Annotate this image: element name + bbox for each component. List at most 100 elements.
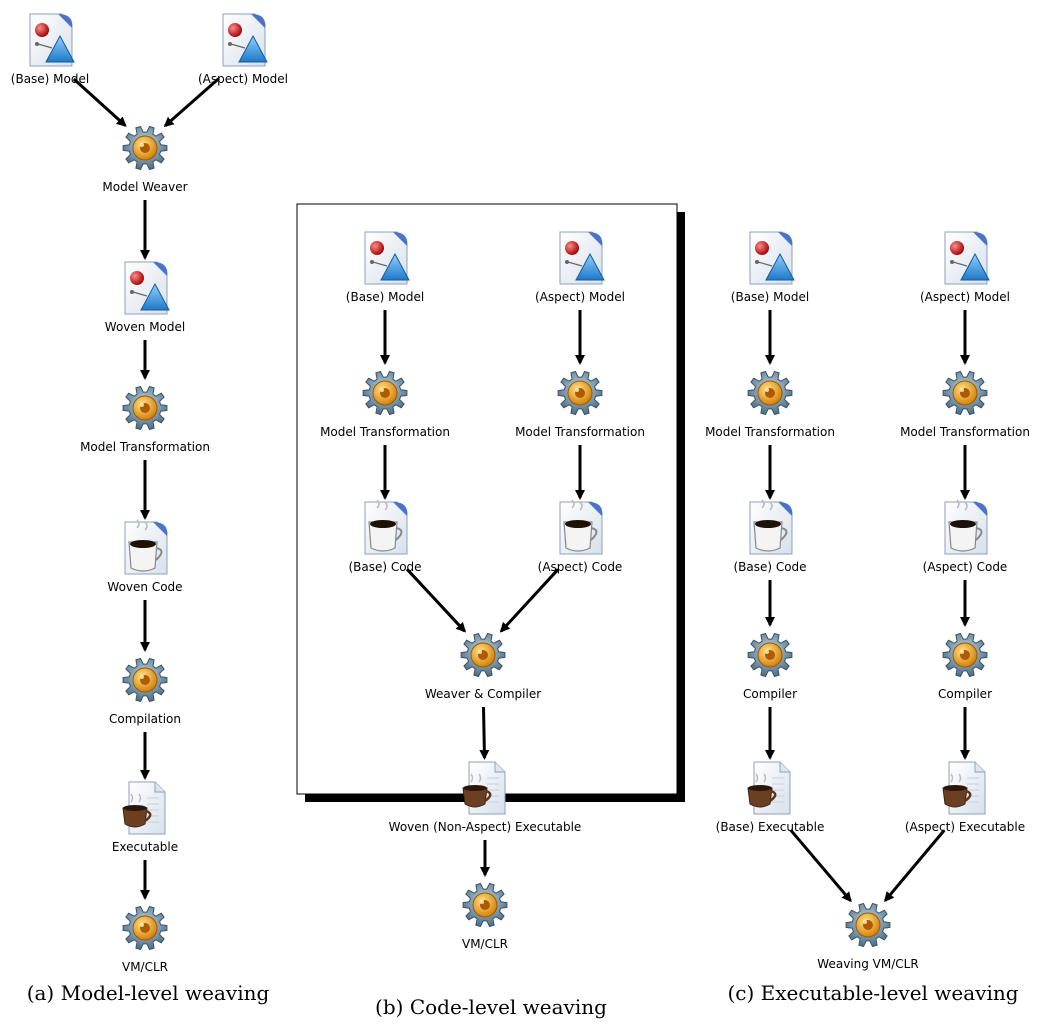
node-label: Compiler bbox=[743, 687, 797, 701]
arrow-c-9-10 bbox=[884, 829, 946, 903]
node-c-2: Model Transformation bbox=[705, 370, 835, 439]
node-c-5: (Aspect) Code bbox=[923, 499, 1008, 574]
node-a-1: (Aspect) Model bbox=[198, 13, 288, 86]
model-document-icon bbox=[559, 231, 605, 285]
arrow-b-4-6 bbox=[405, 568, 467, 633]
model-document-icon bbox=[29, 13, 75, 67]
java-code-icon bbox=[559, 499, 603, 555]
node-c-7: Compiler bbox=[938, 632, 992, 701]
node-label: VM/CLR bbox=[122, 960, 168, 974]
node-b-3: Model Transformation bbox=[515, 370, 645, 439]
edges-layer bbox=[72, 77, 970, 903]
node-b-0: (Base) Model bbox=[346, 231, 424, 304]
node-label: Executable bbox=[112, 840, 178, 854]
node-b-4: (Base) Code bbox=[348, 499, 422, 574]
gear-icon bbox=[747, 370, 793, 416]
arrow-a-1-2 bbox=[163, 77, 220, 128]
node-c-9: (Aspect) Executable bbox=[905, 761, 1025, 834]
model-document-icon bbox=[944, 231, 990, 285]
node-b-6: Weaver & Compiler bbox=[425, 632, 541, 701]
node-c-0: (Base) Model bbox=[731, 231, 809, 304]
model-document-icon bbox=[124, 261, 170, 315]
node-c-4: (Base) Code bbox=[733, 499, 807, 574]
gear-icon bbox=[747, 632, 793, 678]
node-a-8: VM/CLR bbox=[122, 905, 168, 974]
gear-icon bbox=[942, 370, 988, 416]
caption-a: (a) Model-level weaving bbox=[27, 981, 270, 1005]
arrow-a-0-2 bbox=[72, 77, 127, 127]
node-c-10: Weaving VM/CLR bbox=[817, 902, 919, 971]
gear-icon bbox=[122, 657, 168, 703]
node-label: (Aspect) Model bbox=[198, 72, 288, 86]
executable-file-icon bbox=[942, 761, 986, 815]
gear-icon bbox=[122, 905, 168, 951]
node-label: (Aspect) Code bbox=[923, 560, 1008, 574]
node-b-5: (Aspect) Code bbox=[538, 499, 623, 574]
node-a-2: Model Weaver bbox=[102, 125, 188, 194]
node-label: Weaving VM/CLR bbox=[817, 957, 918, 971]
node-label: (Aspect) Executable bbox=[905, 820, 1025, 834]
node-a-7: Executable bbox=[112, 781, 178, 854]
node-label: Woven (Non-Aspect) Executable bbox=[389, 820, 582, 834]
node-label: (Base) Code bbox=[348, 560, 421, 574]
model-document-icon bbox=[364, 231, 410, 285]
node-label: Model Transformation bbox=[320, 425, 450, 439]
node-label: Model Transformation bbox=[900, 425, 1030, 439]
gear-icon bbox=[362, 370, 408, 416]
node-label: Model Transformation bbox=[80, 440, 210, 454]
node-a-3: Woven Model bbox=[105, 261, 185, 334]
caption-b: (b) Code-level weaving bbox=[375, 995, 607, 1019]
arrow-c-8-10 bbox=[789, 829, 852, 903]
node-b-2: Model Transformation bbox=[320, 370, 450, 439]
node-a-4: Model Transformation bbox=[80, 385, 210, 454]
node-label: (Base) Code bbox=[733, 560, 806, 574]
panel-b-frame bbox=[296, 203, 685, 802]
node-label: (Aspect) Model bbox=[920, 290, 1010, 304]
node-b-8: VM/CLR bbox=[462, 882, 508, 951]
executable-file-icon bbox=[462, 761, 506, 815]
node-a-5: Woven Code bbox=[107, 519, 183, 594]
gear-icon bbox=[460, 632, 506, 678]
node-c-6: Compiler bbox=[743, 632, 797, 701]
java-code-icon bbox=[944, 499, 988, 555]
node-label: Model Transformation bbox=[705, 425, 835, 439]
node-c-3: Model Transformation bbox=[900, 370, 1030, 439]
node-label: (Base) Model bbox=[346, 290, 424, 304]
java-code-icon bbox=[124, 519, 168, 575]
java-code-icon bbox=[364, 499, 408, 555]
gear-icon bbox=[122, 125, 168, 171]
node-label: VM/CLR bbox=[462, 937, 508, 951]
node-label: Woven Code bbox=[107, 580, 182, 594]
node-label: (Base) Model bbox=[11, 72, 89, 86]
node-label: Compiler bbox=[938, 687, 992, 701]
node-label: Woven Model bbox=[105, 320, 185, 334]
node-label: Weaver & Compiler bbox=[425, 687, 541, 701]
model-document-icon bbox=[222, 13, 268, 67]
node-label: Model Transformation bbox=[515, 425, 645, 439]
arrow-b-5-6 bbox=[499, 568, 560, 633]
node-label: Compilation bbox=[109, 712, 181, 726]
gear-icon bbox=[942, 632, 988, 678]
executable-file-icon bbox=[747, 761, 791, 815]
executable-file-icon bbox=[122, 781, 166, 835]
gear-icon bbox=[557, 370, 603, 416]
node-label: (Base) Model bbox=[731, 290, 809, 304]
node-b-1: (Aspect) Model bbox=[535, 231, 625, 304]
node-a-0: (Base) Model bbox=[11, 13, 89, 86]
node-label: Model Weaver bbox=[102, 180, 187, 194]
node-label: (Aspect) Code bbox=[538, 560, 623, 574]
node-a-6: Compilation bbox=[109, 657, 181, 726]
gear-icon bbox=[462, 882, 508, 928]
model-document-icon bbox=[749, 231, 795, 285]
node-b-7: Woven (Non-Aspect) Executable bbox=[389, 761, 582, 834]
java-code-icon bbox=[749, 499, 793, 555]
arrow-b-6-7 bbox=[479, 706, 490, 760]
node-label: (Aspect) Model bbox=[535, 290, 625, 304]
node-c-1: (Aspect) Model bbox=[920, 231, 1010, 304]
gear-icon bbox=[845, 902, 891, 948]
gear-icon bbox=[122, 385, 168, 431]
caption-c: (c) Executable-level weaving bbox=[727, 981, 1018, 1005]
node-c-8: (Base) Executable bbox=[716, 761, 824, 834]
